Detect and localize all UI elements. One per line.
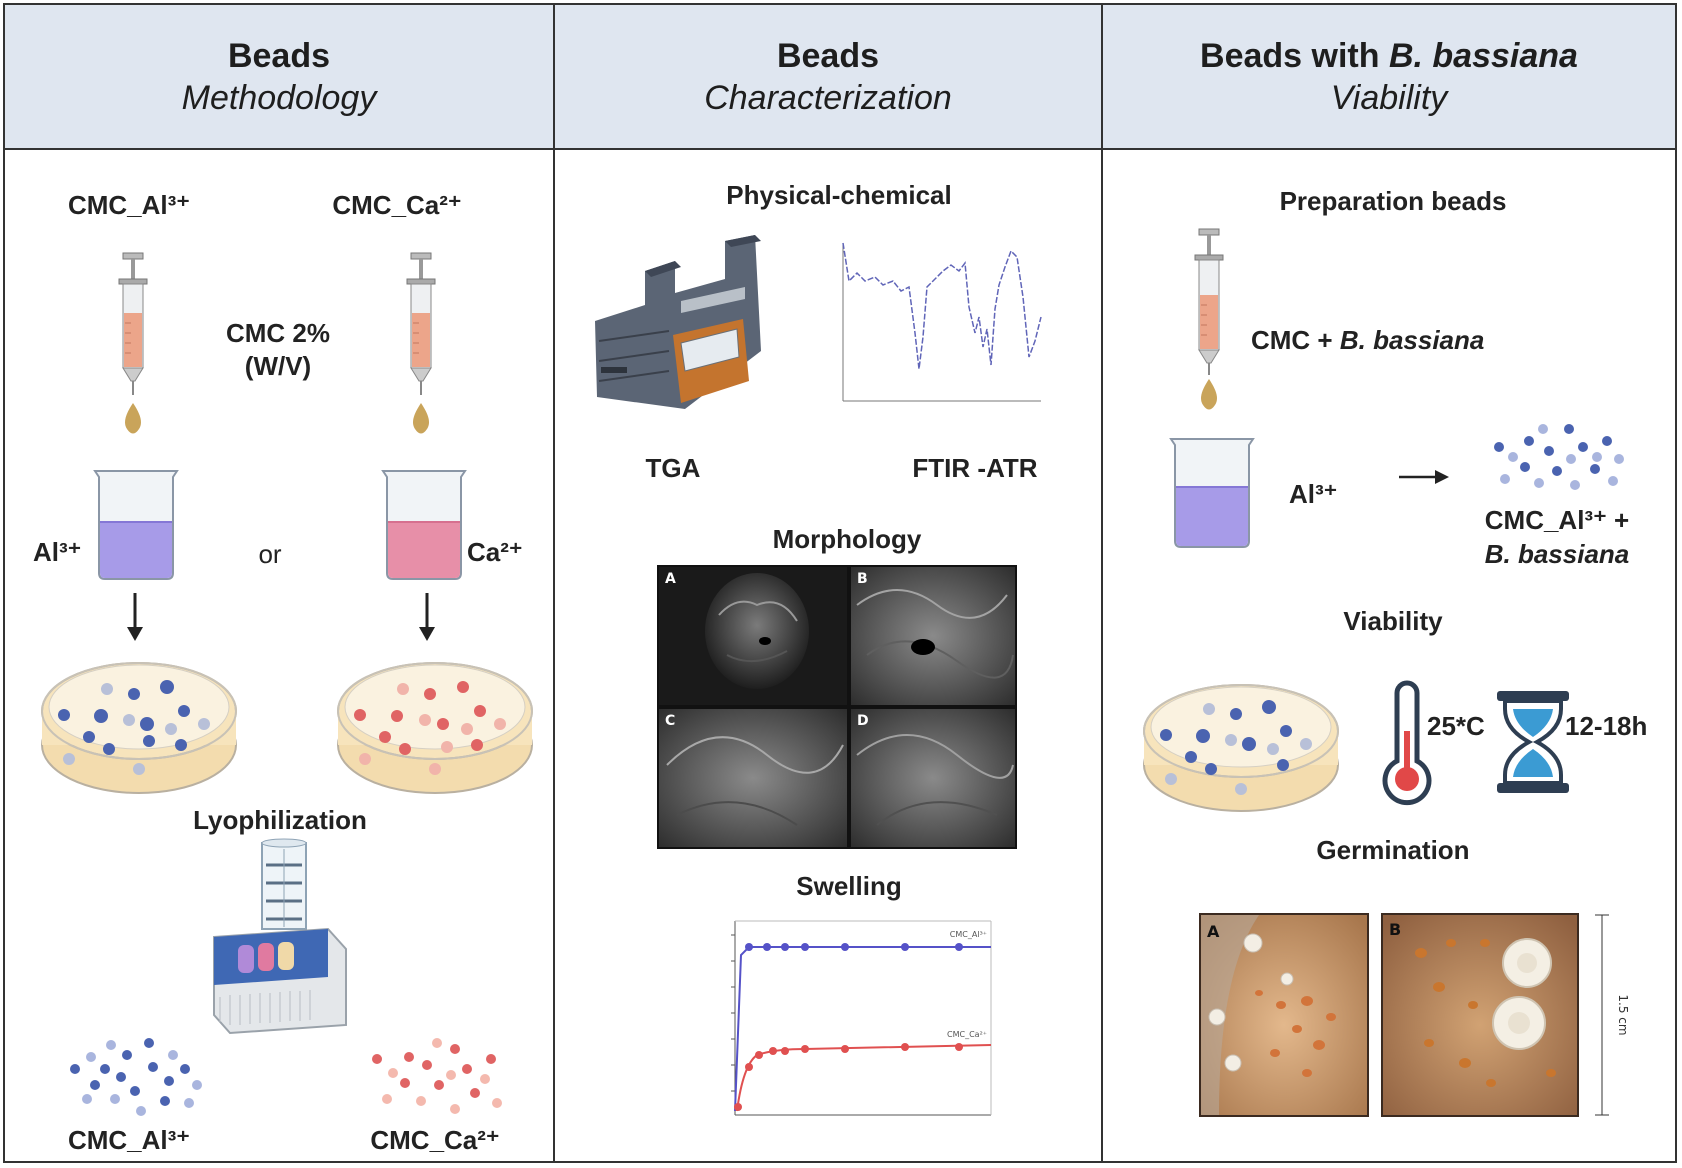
panel-title-prefix: Beads with (1200, 37, 1389, 75)
sem-label: C (665, 713, 675, 729)
beads-al-icon (70, 1038, 202, 1116)
label-cmc-concentration: CMC 2% (225, 318, 331, 348)
sem-label: B (857, 571, 868, 587)
swelling-chart: CMC_Al³⁺ CMC_Ca²⁺ (731, 920, 992, 1116)
tga-instrument-icon (595, 235, 761, 409)
label-tga: TGA (645, 453, 701, 483)
label-swelling: Swelling (796, 871, 902, 901)
panel-characterization: Beads Characterization Physical-chemical… (553, 5, 1101, 1161)
scale-bar-b: 1.5 cm (1595, 914, 1630, 1116)
germination-photo-a: A (1199, 913, 1369, 1117)
label-physical-chemical: Physical-chemical (726, 180, 952, 210)
ftir-spectrum-chart (842, 242, 1042, 402)
label-al-bottom: CMC_Al³⁺ (67, 1125, 191, 1155)
label-temperature: 25*C (1427, 711, 1485, 741)
panel-subtitle: Characterization (704, 79, 952, 117)
panel-viability: Beads with B. bassiana Viability Prepara… (1101, 5, 1675, 1161)
thermometer-icon (1382, 680, 1432, 806)
label-mixture-prefix: CMC + (1251, 325, 1340, 355)
petri-dish-ca-icon (337, 662, 533, 794)
sem-image-b: B (851, 567, 1015, 705)
panel-title: Beads (227, 37, 331, 75)
beaker-icon (93, 470, 179, 580)
label-ca-top: CMC_Ca²⁺ (332, 190, 462, 220)
label-viability: Viability (1343, 606, 1443, 636)
label-cmc-unit: (W/V) (244, 351, 312, 381)
panel-methodology: Beads Methodology CMC_Al³⁺ CMC_Ca²⁺ CMC … (5, 5, 553, 1161)
panel-title: Beads with B. bassiana (1103, 37, 1675, 76)
label-mixture: CMC + B. bassiana (1251, 325, 1484, 356)
syringe-icon (118, 252, 148, 434)
label-product-line1: CMC_Al³⁺ + (1484, 505, 1630, 535)
label-ca-ion: Ca²⁺ (467, 537, 523, 567)
label-ca-bottom: CMC_Ca²⁺ (370, 1125, 500, 1155)
beaker-icon (381, 470, 467, 580)
series-label-al: CMC_Al³⁺ (950, 930, 987, 939)
panel-title: Beads (776, 37, 880, 75)
sem-image-a: A (659, 567, 847, 705)
beads-product-icon (1494, 424, 1624, 490)
panel-header: Beads Methodology (5, 5, 553, 150)
sem-image-grid: A B C D (657, 565, 1017, 849)
photo-label: A (1207, 922, 1220, 941)
label-time: 12-18h (1565, 711, 1648, 741)
freeze-dryer-icon (213, 838, 347, 1035)
label-product-line2: B. bassiana (1484, 539, 1630, 569)
figure-frame: Beads Methodology CMC_Al³⁺ CMC_Ca²⁺ CMC … (3, 3, 1677, 1163)
syringe-icon (1194, 228, 1224, 410)
sem-image-d: D (851, 709, 1015, 847)
label-ftir: FTIR -ATR (912, 453, 1038, 483)
label-lyophilization: Lyophilization (193, 805, 367, 835)
photo-label: B (1389, 920, 1401, 939)
beads-ca-icon (372, 1038, 502, 1114)
label-al-ion: Al³⁺ (33, 537, 82, 567)
series-label-ca: CMC_Ca²⁺ (947, 1030, 987, 1039)
fungal-colony (1492, 938, 1552, 1050)
panel-title-species: B. bassiana (1388, 37, 1578, 75)
panel-subtitle: Methodology (181, 79, 377, 117)
label-morphology: Morphology (772, 524, 922, 554)
petri-dish-al-icon (41, 662, 237, 794)
beaker-icon (1169, 438, 1255, 548)
germination-photo-b: B (1381, 913, 1579, 1117)
petri-dish-icon (1143, 684, 1339, 812)
arrow-down-icon (127, 593, 143, 641)
label-or: or (258, 539, 282, 569)
sem-label: D (857, 713, 869, 729)
panel-subtitle: Viability (1330, 79, 1448, 117)
scale-label: 1.5 cm (1616, 994, 1630, 1035)
arrow-right-icon (1399, 470, 1449, 484)
label-mixture-species: B. bassiana (1339, 325, 1485, 355)
label-ion: Al³⁺ (1289, 479, 1338, 509)
panel-header: Beads Characterization (555, 5, 1101, 150)
syringe-icon (406, 252, 436, 434)
panel-header: Beads with B. bassiana Viability (1103, 5, 1675, 150)
label-al-top: CMC_Al³⁺ (67, 190, 191, 220)
sem-image-c: C (659, 709, 847, 847)
arrow-down-icon (419, 593, 435, 641)
sem-label: A (665, 571, 676, 587)
hourglass-icon (1497, 691, 1569, 793)
label-germination: Germination (1316, 835, 1470, 865)
label-preparation: Preparation beads (1279, 186, 1507, 216)
